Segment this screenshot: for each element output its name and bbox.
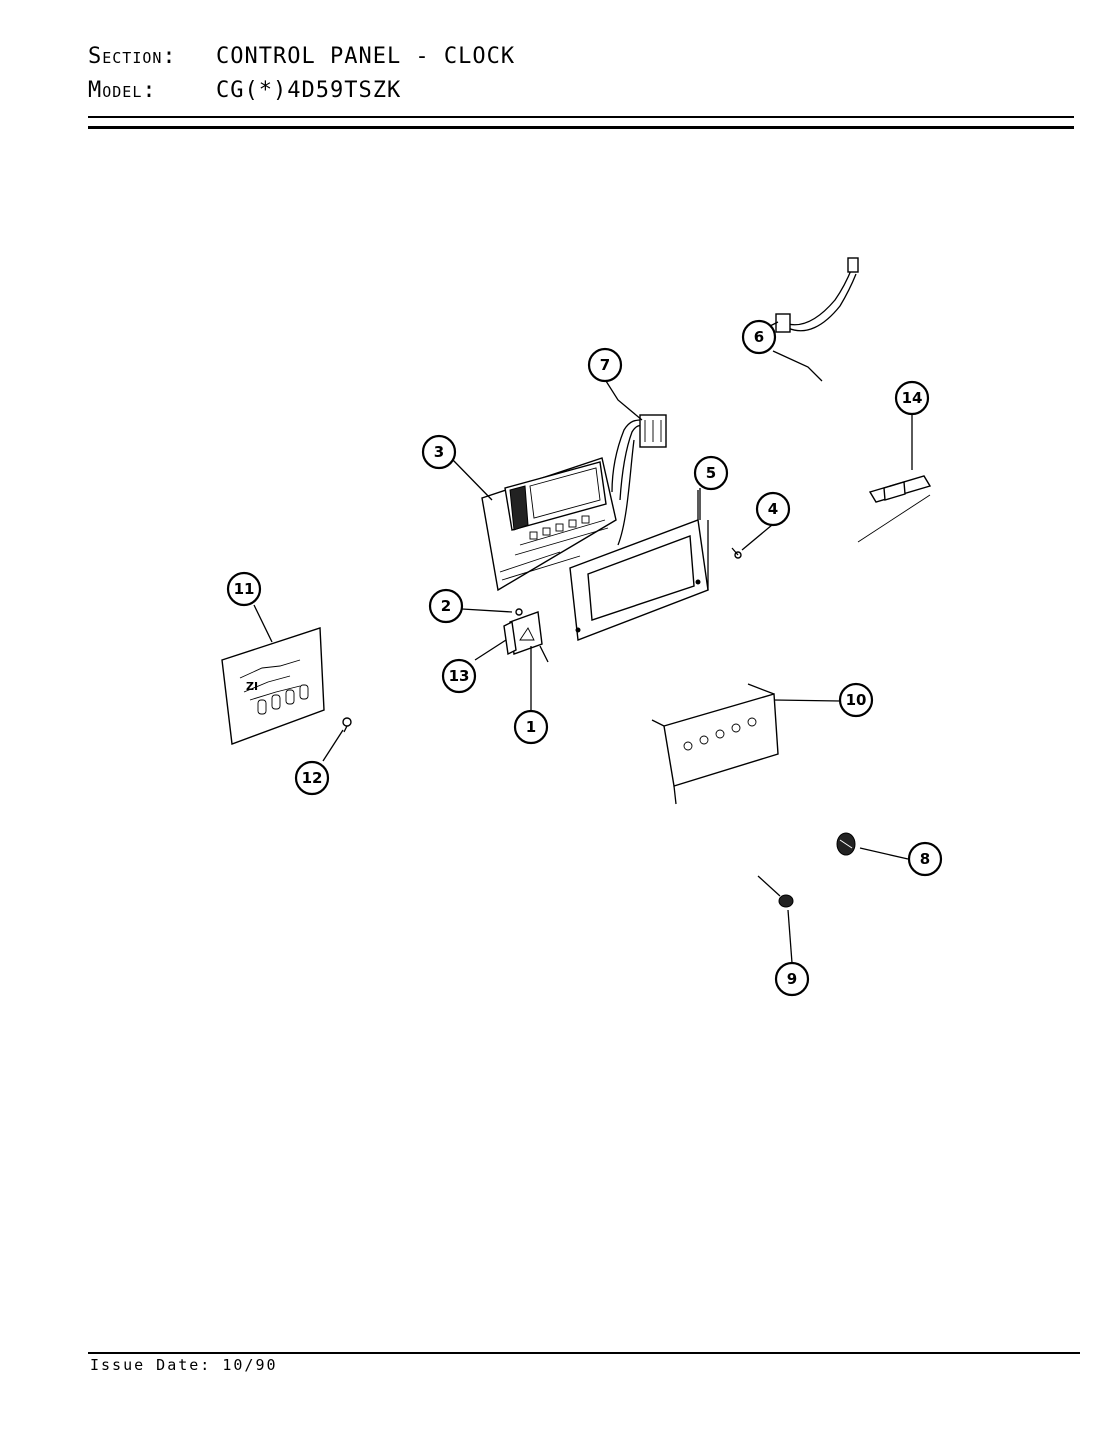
svg-text:4: 4 <box>768 500 778 518</box>
callout-14: 14 <box>894 380 930 416</box>
model-value: CG(*)4D59TSZK <box>216 78 402 103</box>
part-bracket-14 <box>857 475 932 543</box>
part-sensor-harness <box>761 257 859 333</box>
svg-text:13: 13 <box>449 667 470 685</box>
svg-text:12: 12 <box>302 769 323 787</box>
part-screw-12 <box>342 717 352 733</box>
callout-2: 2 <box>428 588 464 624</box>
section-heading: Section: CONTROL PANEL - CLOCK <box>88 44 515 69</box>
part-knob-insert <box>836 832 856 856</box>
callout-9: 9 <box>774 961 810 997</box>
callout-1: 1 <box>513 709 549 745</box>
model-heading: Model: CG(*)4D59TSZK <box>88 78 401 103</box>
callout-4: 4 <box>755 491 791 527</box>
svg-text:8: 8 <box>920 850 930 868</box>
svg-text:1: 1 <box>526 718 536 736</box>
svg-text:6: 6 <box>754 328 764 346</box>
part-clock-control-board <box>481 457 617 592</box>
header-rule-top <box>88 116 1074 118</box>
callout-5: 5 <box>693 455 729 491</box>
svg-text:2: 2 <box>441 597 451 615</box>
svg-text:9: 9 <box>787 970 797 988</box>
part-knob-panel-bracket <box>651 683 779 805</box>
callout-8: 8 <box>907 841 943 877</box>
callout-10: 10 <box>838 682 874 718</box>
part-knob-9 <box>757 875 794 908</box>
callout-7: 7 <box>587 347 623 383</box>
svg-text:11: 11 <box>234 580 255 598</box>
svg-text:14: 14 <box>902 389 923 407</box>
callout-3: 3 <box>421 434 457 470</box>
callout-12: 12 <box>294 760 330 796</box>
part-wire-harness <box>611 414 667 546</box>
section-label: Section: <box>88 44 177 69</box>
part-bracket-frame <box>569 490 709 641</box>
callout-11: 11 <box>226 571 262 607</box>
issue-date: Issue Date: 10/90 <box>90 1356 278 1374</box>
svg-text:ZI: ZI <box>246 680 258 693</box>
svg-text:5: 5 <box>706 464 716 482</box>
section-value: CONTROL PANEL - CLOCK <box>216 44 516 69</box>
header-rule-bottom <box>88 126 1074 129</box>
callout-13: 13 <box>441 658 477 694</box>
footer-rule <box>88 1352 1080 1354</box>
part-screw-4 <box>731 547 742 559</box>
model-label: Model: <box>88 78 157 103</box>
svg-text:7: 7 <box>600 356 610 374</box>
callout-6: 6 <box>741 319 777 355</box>
part-circuit-board: ZI <box>221 627 325 745</box>
leader-lines <box>253 350 913 964</box>
svg-text:10: 10 <box>846 691 867 709</box>
svg-text:3: 3 <box>434 443 444 461</box>
part-switch-assembly <box>503 608 549 663</box>
